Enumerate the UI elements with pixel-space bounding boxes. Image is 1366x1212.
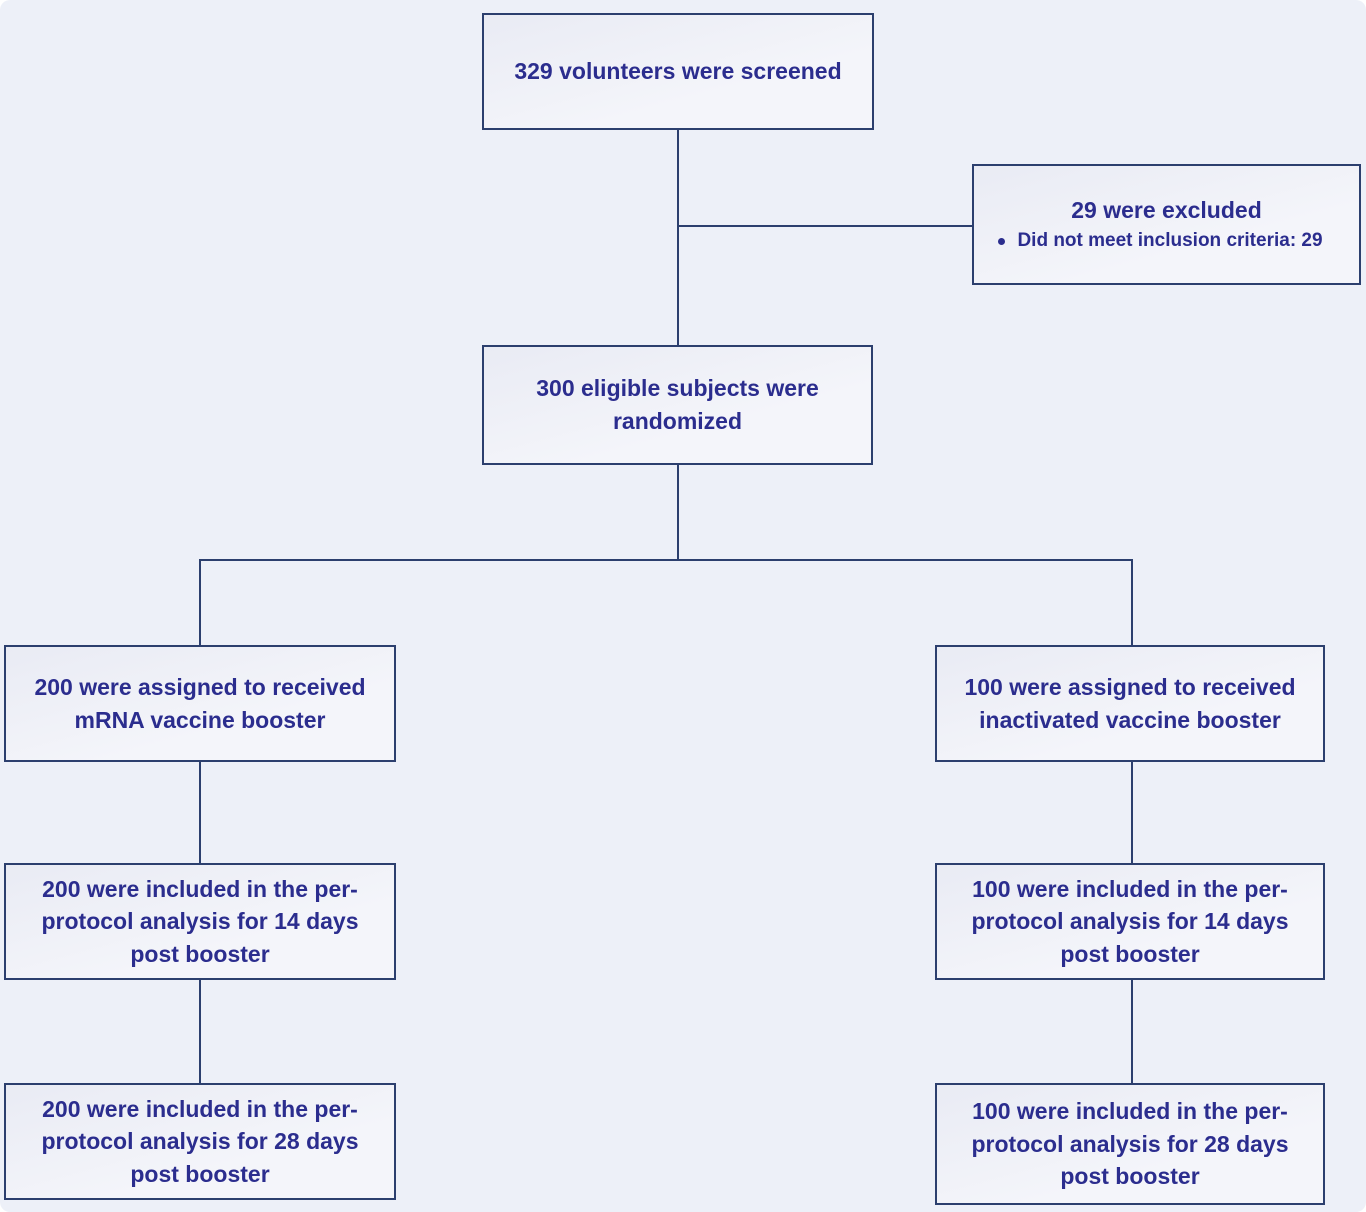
- connector-right-assigned-to-pp14: [1131, 762, 1133, 863]
- box-screened-text: 329 volunteers were screened: [514, 58, 842, 85]
- connector-randomized-to-branch: [677, 465, 679, 560]
- connector-screened-to-randomized: [677, 130, 679, 345]
- box-excluded-bullet-row: Did not meet inclusion criteria: 29: [984, 228, 1349, 255]
- bullet-icon: [998, 238, 1005, 246]
- box-randomized-text: 300 eligible subjects were randomized: [536, 375, 819, 434]
- box-pp14-inactivated: 100 were included in the per-protocol an…: [935, 863, 1325, 980]
- box-pp14-mrna-text: 200 were included in the per-protocol an…: [41, 875, 359, 967]
- box-randomized: 300 eligible subjects were randomized: [482, 345, 873, 465]
- connector-right-pp14-to-pp28: [1131, 980, 1133, 1083]
- box-screened: 329 volunteers were screened: [482, 13, 874, 130]
- box-pp28-inactivated-text: 100 were included in the per-protocol an…: [971, 1098, 1289, 1190]
- connector-left-pp14-to-pp28: [199, 980, 201, 1083]
- box-assigned-mrna-text: 200 were assigned to received mRNA vacci…: [34, 673, 366, 733]
- box-excluded-bullet-text: Did not meet inclusion criteria: 29: [1017, 230, 1323, 252]
- connector-branch-horizontal: [199, 559, 1133, 561]
- box-excluded: 29 were excluded Did not meet inclusion …: [972, 164, 1361, 285]
- connector-to-excluded: [678, 225, 972, 227]
- box-pp28-mrna-text: 200 were included in the per-protocol an…: [41, 1095, 359, 1187]
- box-assigned-inactivated: 100 were assigned to received inactivate…: [935, 645, 1325, 762]
- box-assigned-inactivated-text: 100 were assigned to received inactivate…: [964, 673, 1296, 733]
- connector-left-assigned-to-pp14: [199, 762, 201, 863]
- box-pp28-mrna: 200 were included in the per-protocol an…: [4, 1083, 396, 1200]
- connector-branch-left-drop: [199, 559, 201, 645]
- box-excluded-title: 29 were excluded: [1071, 196, 1262, 223]
- box-pp28-inactivated: 100 were included in the per-protocol an…: [935, 1083, 1325, 1205]
- connector-branch-right-drop: [1131, 559, 1133, 645]
- box-pp14-inactivated-text: 100 were included in the per-protocol an…: [971, 875, 1289, 967]
- box-pp14-mrna: 200 were included in the per-protocol an…: [4, 863, 396, 980]
- box-assigned-mrna: 200 were assigned to received mRNA vacci…: [4, 645, 396, 762]
